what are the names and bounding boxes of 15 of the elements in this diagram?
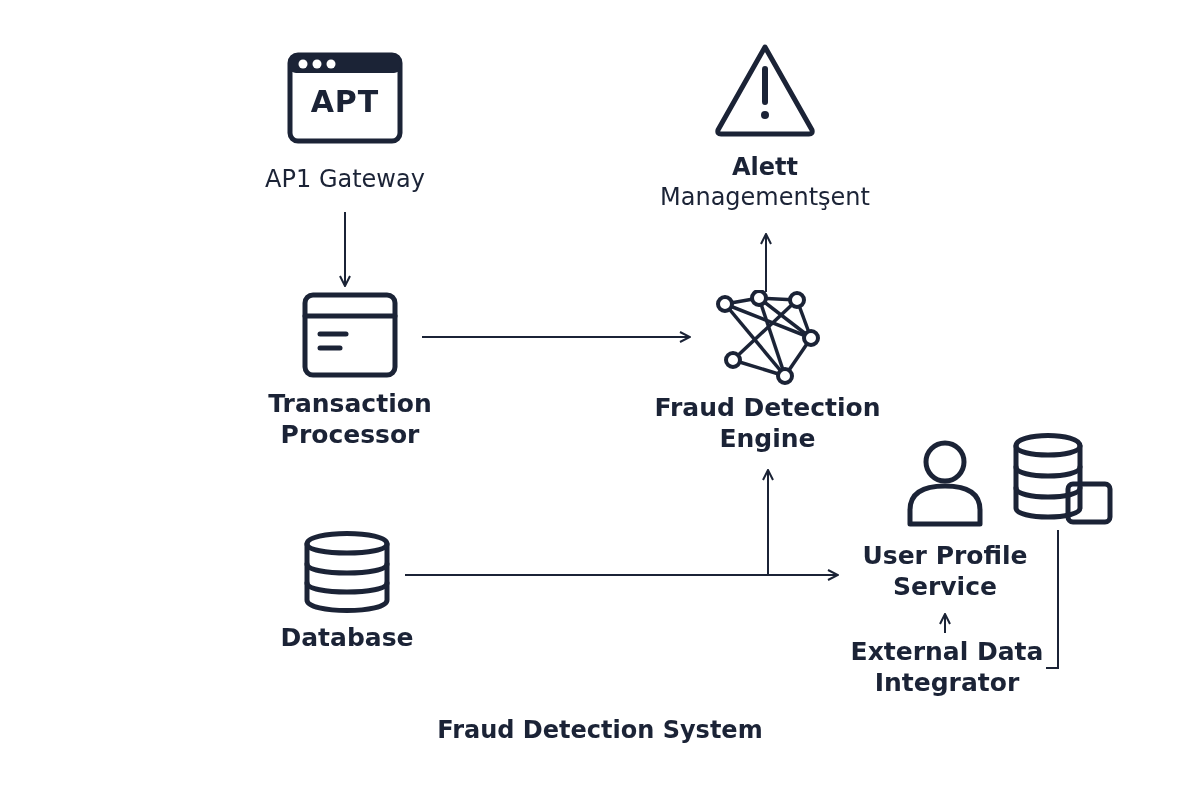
node-label: Database [280,622,414,654]
arrow [421,331,691,343]
arrow [339,211,351,287]
node-label: User Profile Service [861,540,1029,603]
arrow [760,233,772,293]
diagram-caption: Fraud Detection System [436,716,764,744]
icon-label: APT [309,84,381,119]
node-label: External Data Integrator [849,636,1045,699]
node-label: AP1 Gateway [265,164,425,194]
arrow [404,469,774,576]
node-label: Alett [732,152,798,182]
arrow [939,613,951,634]
node-label: Transaction Processor [267,388,433,451]
node-label: Fraud Detection Engine [653,392,882,455]
node-label: Managementşent [660,182,870,212]
